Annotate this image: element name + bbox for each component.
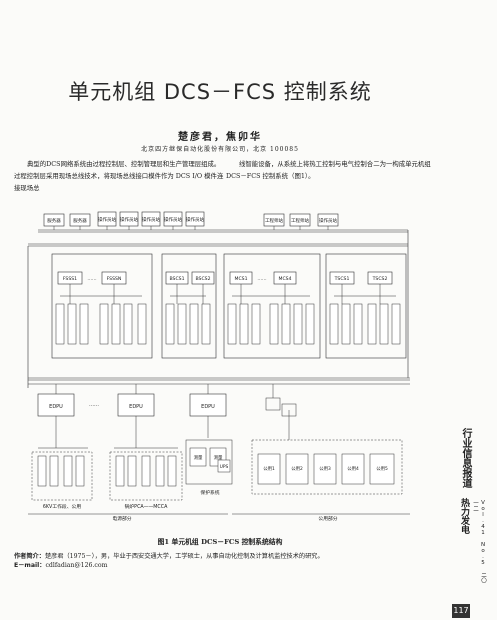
figure-caption: 图1 单元机组 DCS－FCS 控制系统结构 xyxy=(157,538,283,546)
controller-ellipsis-2: …… xyxy=(257,277,267,282)
footnote: 作者简介：楚彦君（1975－），男，毕业于西安交通大学，工学硕士，从事自动化控制… xyxy=(14,552,324,570)
affiliation: 北京四方继保自动化股份有限公司，北京 100085 xyxy=(141,146,299,153)
common-box-5: 公用5 xyxy=(376,466,388,472)
article-title: 单元机组 DCS－FCS 控制系统 xyxy=(68,80,372,104)
common-box-4: 公用4 xyxy=(347,466,359,472)
op-station-1: 操作员站 xyxy=(98,216,116,223)
controller-fsssn: FSSSN xyxy=(107,276,122,282)
server-label-2: 服务器 xyxy=(73,217,87,224)
common-box-3: 公用3 xyxy=(319,466,331,472)
footnote-email: cdlfadian@126.com xyxy=(45,562,108,569)
controller-bscs1: BSCS1 xyxy=(169,276,184,282)
server-label-1: 服务器 xyxy=(47,217,61,224)
label-mcc: 锅炉PCA——MCCA xyxy=(125,503,169,510)
edpu-2: EDPU xyxy=(129,404,143,410)
op-station-2: 操作员站 xyxy=(120,216,138,223)
common-box-2: 公用2 xyxy=(291,466,303,472)
ups-box: UPS xyxy=(220,464,229,470)
measure-box-2: 测量 xyxy=(214,454,223,461)
footnote-author-line: 作者简介：楚彦君（1975－），男，毕业于西安交通大学，工学硕士，从事自动化控制… xyxy=(14,552,324,561)
controller-tscs2: TSCS2 xyxy=(372,276,388,282)
edpu-3: EDPU xyxy=(201,404,215,410)
label-common-part: 公用部分 xyxy=(318,515,337,522)
controller-ellipsis-1: …… xyxy=(87,277,97,282)
sidebar-journal-name: 行业信息报道 xyxy=(460,428,471,488)
op-station-5: 操作员站 xyxy=(186,216,204,223)
label-protection: 保护系统 xyxy=(200,489,219,496)
author-names: 楚彦君，焦卯华 xyxy=(178,132,262,143)
body-paragraph-right: 线智能设备，从系统上将热工控制与电气控制合二为一构成单元机组 DCS－FCS 控… xyxy=(226,160,431,180)
eng-station-2: 工程师站 xyxy=(291,217,309,224)
sidebar-column-name: 热力发电 xyxy=(459,498,469,534)
controller-mcs4: MCS4 xyxy=(278,276,291,282)
footnote-author-text: 楚彦君（1975－），男，毕业于西安交通大学，工学硕士，从事自动化控制及计算机监… xyxy=(44,553,324,560)
body-paragraph-left: 典型的DCS网络系统由过程控制层、控制管理层和生产管理层组成。过程控制层采用现场… xyxy=(14,160,224,192)
label-power-part: 电源部分 xyxy=(112,515,131,522)
footnote-author-label: 作者简介： xyxy=(14,553,45,560)
op-station-4: 操作员站 xyxy=(164,216,182,223)
page-number: 117 xyxy=(452,604,470,618)
label-6kv: 6KV工作段、公用 xyxy=(43,503,81,510)
op-station-3: 操作员站 xyxy=(142,216,160,223)
controller-bscs2: BSCS2 xyxy=(195,276,210,282)
footnote-email-line: E－mail：cdlfadian@126.com xyxy=(14,561,324,570)
common-box-1: 公用1 xyxy=(263,466,275,472)
controller-mcs1: MCS1 xyxy=(234,276,247,282)
edpu-1: EDPU xyxy=(49,404,63,410)
eng-station-1: 工程师站 xyxy=(265,217,283,224)
sidebar-issue: Vol.41 No.5 二〇一二 xyxy=(472,500,486,583)
journal-sidebar: 行业信息报道 热力发电 Vol.41 No.5 二〇一二 xyxy=(458,428,486,588)
op-station-6: 操作员站 xyxy=(319,217,337,224)
measure-box-1: 测量 xyxy=(194,454,203,461)
footnote-email-label: E－mail： xyxy=(14,562,46,569)
controller-tscs1: TSCS1 xyxy=(334,276,350,282)
system-structure-diagram: 服务器 服务器 操作员站 操作员站 操作员站 操作员站 操作员站 工程师站 工程… xyxy=(27,211,410,522)
controller-fsss1: FSSS1 xyxy=(63,276,77,282)
edpu-ellipsis: …… xyxy=(89,402,99,408)
